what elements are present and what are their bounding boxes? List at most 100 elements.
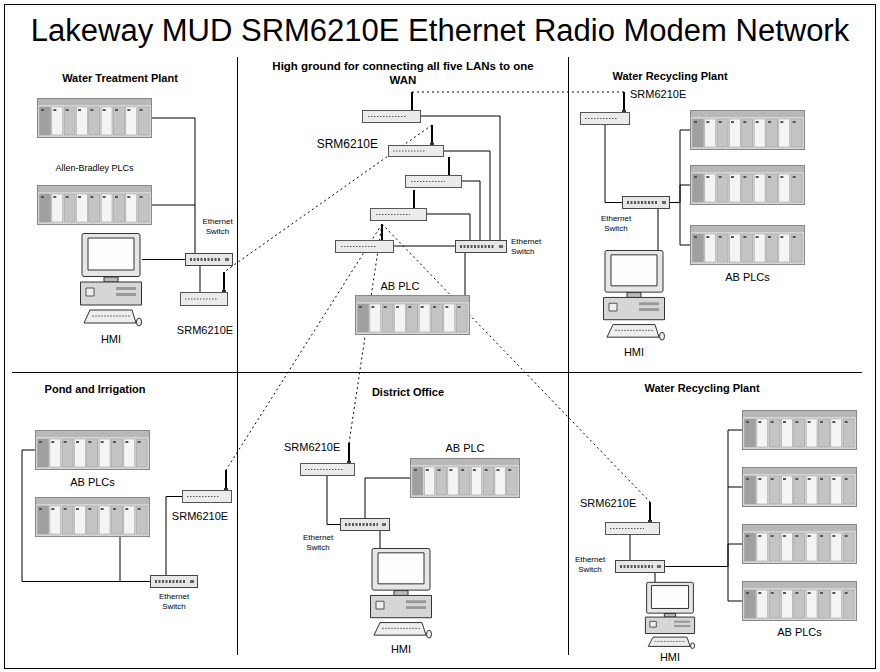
label-holder: Water Recycling Plant: [590, 70, 750, 83]
network-cable: [605, 125, 622, 203]
plc-led: [113, 441, 116, 443]
plc-module: [794, 533, 805, 561]
plc-led: [88, 508, 91, 510]
radio-modem: SRM6210E: [300, 463, 355, 476]
plc-module: [819, 476, 830, 504]
label-holder: Ethernet Switch: [152, 592, 196, 611]
plc-module: [436, 467, 446, 495]
plc-chassis: [36, 498, 150, 537]
plc-led: [66, 109, 69, 111]
radio-label: SRM6210E: [290, 137, 378, 151]
radio-antenna: [381, 224, 383, 240]
switch-led: [662, 201, 666, 204]
plc-top-band: [411, 459, 519, 465]
plc-module: [730, 119, 741, 147]
switch-led: [382, 523, 386, 526]
plc-group-icon: [37, 98, 152, 225]
plc-led: [694, 121, 697, 123]
ethernet-switch: Ethernet Switch: [185, 253, 233, 266]
plc-label: AB PLCs: [35, 476, 150, 489]
plc-led: [795, 478, 798, 480]
plc-module: [75, 439, 86, 467]
plc-module: [831, 476, 842, 504]
antenna-base: [622, 110, 626, 112]
label-holder: HMI: [630, 651, 710, 664]
radio-modem: SRM6210E: [605, 522, 660, 535]
hmi-workstation: HMI: [645, 582, 695, 650]
plc-module: [717, 119, 728, 147]
plc-module: [40, 194, 51, 222]
plc-top-band: [38, 186, 151, 192]
plc-led: [743, 121, 746, 123]
plc-module: [806, 419, 817, 447]
switch-body: [623, 197, 670, 209]
plc-led: [438, 469, 441, 471]
plc-led: [90, 196, 93, 198]
plc-module: [112, 439, 123, 467]
plc-led: [39, 441, 42, 443]
network-cable: [200, 266, 201, 292]
plc-led: [780, 176, 783, 178]
radio-modem: [371, 190, 427, 221]
radio-modem-icon: [182, 490, 232, 503]
plc-module: [114, 107, 125, 135]
title-holder: Lakeway MUD SRM6210E Ethernet Radio Mode…: [0, 12, 880, 49]
plc-module: [456, 304, 467, 332]
hmi-workstation-icon: [370, 548, 432, 640]
plc-led: [768, 121, 771, 123]
radio-antenna: [413, 190, 415, 208]
monitor-screen: [651, 586, 688, 609]
plc-module: [101, 107, 112, 135]
monitor-stand: [104, 277, 118, 282]
plc-led: [359, 306, 362, 308]
plc-group: AB PLC: [410, 458, 520, 498]
switch-body: [616, 561, 665, 573]
radio-vents: [376, 214, 410, 215]
plc-led: [426, 469, 429, 471]
network-cable: [166, 497, 182, 576]
region-panel: Pond and IrrigationAB PLCsSRM6210EEthern…: [10, 372, 237, 660]
plc-led: [756, 236, 759, 238]
plc-led: [53, 109, 56, 111]
network-cable: [365, 478, 410, 518]
plc-module: [395, 304, 406, 332]
plc-chassis: [356, 296, 470, 335]
plc-module: [77, 107, 88, 135]
network-cable: [152, 118, 195, 253]
radio-modem: [363, 92, 421, 123]
plc-module: [62, 439, 73, 467]
ethernet-switch-icon: [185, 253, 233, 266]
plc-module: [40, 107, 51, 135]
plc-led: [768, 176, 771, 178]
plc-group-icon: [355, 295, 470, 335]
plc-led: [771, 592, 774, 594]
plc-led: [461, 469, 464, 471]
plc-chassis: [743, 582, 857, 621]
switch-label: Ethernet Switch: [596, 214, 636, 233]
plc-module: [843, 476, 854, 504]
plc-group: AB PLCs: [742, 410, 857, 621]
label-holder: Water Treatment Plant: [35, 72, 205, 85]
radio-vents: [585, 118, 618, 119]
switch-ports: [155, 580, 186, 583]
plc-label: Allen-Bradley PLCs: [37, 163, 152, 174]
ethernet-switch: Ethernet Switch: [615, 560, 665, 573]
hmi-workstation-icon: [80, 233, 142, 328]
plc-led: [115, 109, 118, 111]
plc-module: [87, 439, 98, 467]
plc-module: [424, 467, 434, 495]
ethernet-switch-icon: [455, 240, 507, 253]
radio-body: [406, 176, 462, 188]
plc-led: [115, 196, 118, 198]
radio-antenna: [448, 157, 450, 175]
plc-led: [706, 236, 709, 238]
hmi-workstation: HMI: [603, 250, 665, 342]
site-heading: Water Treatment Plant: [35, 72, 205, 85]
radio-vents: [411, 181, 445, 182]
label-holder: HMI: [361, 643, 441, 656]
radio-modem: [336, 224, 394, 253]
monitor-screen: [378, 553, 424, 584]
monitor-case: [647, 582, 694, 613]
plc-module: [471, 467, 481, 495]
plc-chassis: [743, 411, 857, 450]
